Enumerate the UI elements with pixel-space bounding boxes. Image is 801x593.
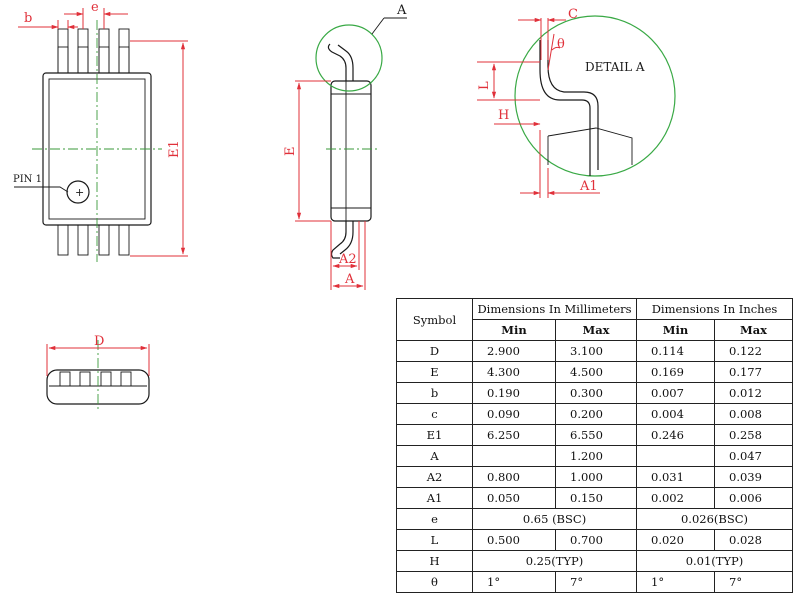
end-view: D (46, 334, 150, 412)
label-A: A (344, 272, 355, 287)
detail-title: DETAIL A (585, 60, 645, 74)
table-row: θ 1° 7° 1° 7° (396, 571, 793, 593)
label-b: b (24, 11, 32, 26)
pin1-label: PIN 1 (13, 174, 42, 185)
in-max-header: Max (714, 319, 793, 341)
table-row: A 1.200 0.047 (396, 445, 793, 467)
label-E1: E1 (167, 140, 182, 158)
label-C: C (568, 7, 578, 22)
symbol-header: Symbol (396, 298, 473, 341)
pin1-dot (66, 180, 90, 204)
dimension-table: Symbol Dimensions In Millimeters Dimensi… (396, 298, 793, 593)
table-row: E1 6.250 6.550 0.246 0.258 (396, 424, 793, 446)
svg-text:+: + (75, 186, 84, 199)
side-view: A E A2 A (283, 3, 407, 290)
mm-min-header: Min (472, 319, 556, 341)
top-leads (57, 28, 130, 74)
table-row: c 0.090 0.200 0.004 0.008 (396, 403, 793, 425)
label-theta: θ (557, 37, 565, 52)
table-row: H 0.25(TYP) 0.01(TYP) (396, 550, 793, 572)
end-view-leads (59, 371, 132, 387)
detail-marker-A: A (396, 3, 407, 18)
mm-header: Dimensions In Millimeters (472, 298, 637, 320)
mm-max-header: Max (555, 319, 637, 341)
detail-a: C θ L H A1 DETAIL A (477, 7, 676, 198)
label-A2: A2 (338, 252, 357, 267)
table-row: A1 0.050 0.150 0.002 0.006 (396, 487, 793, 509)
table-row: D 2.900 3.100 0.114 0.122 (396, 340, 793, 362)
bottom-leads (57, 224, 130, 256)
label-H: H (498, 108, 509, 123)
table-row: b 0.190 0.300 0.007 0.012 (396, 382, 793, 404)
label-E: E (283, 147, 298, 157)
table-row: L 0.500 0.700 0.020 0.028 (396, 529, 793, 551)
in-min-header: Min (636, 319, 715, 341)
table-row: A2 0.800 1.000 0.031 0.039 (396, 466, 793, 488)
inch-header: Dimensions In Inches (636, 298, 793, 320)
detail-a-circle (315, 24, 383, 92)
table-row: e 0.65 (BSC) 0.026(BSC) (396, 508, 793, 530)
label-D: D (94, 334, 104, 349)
label-L: L (477, 81, 492, 90)
label-e: e (91, 0, 99, 15)
table-row: E 4.300 4.500 0.169 0.177 (396, 361, 793, 383)
top-view: + PIN 1 b e E1 (13, 0, 188, 262)
label-A1: A1 (579, 179, 598, 194)
